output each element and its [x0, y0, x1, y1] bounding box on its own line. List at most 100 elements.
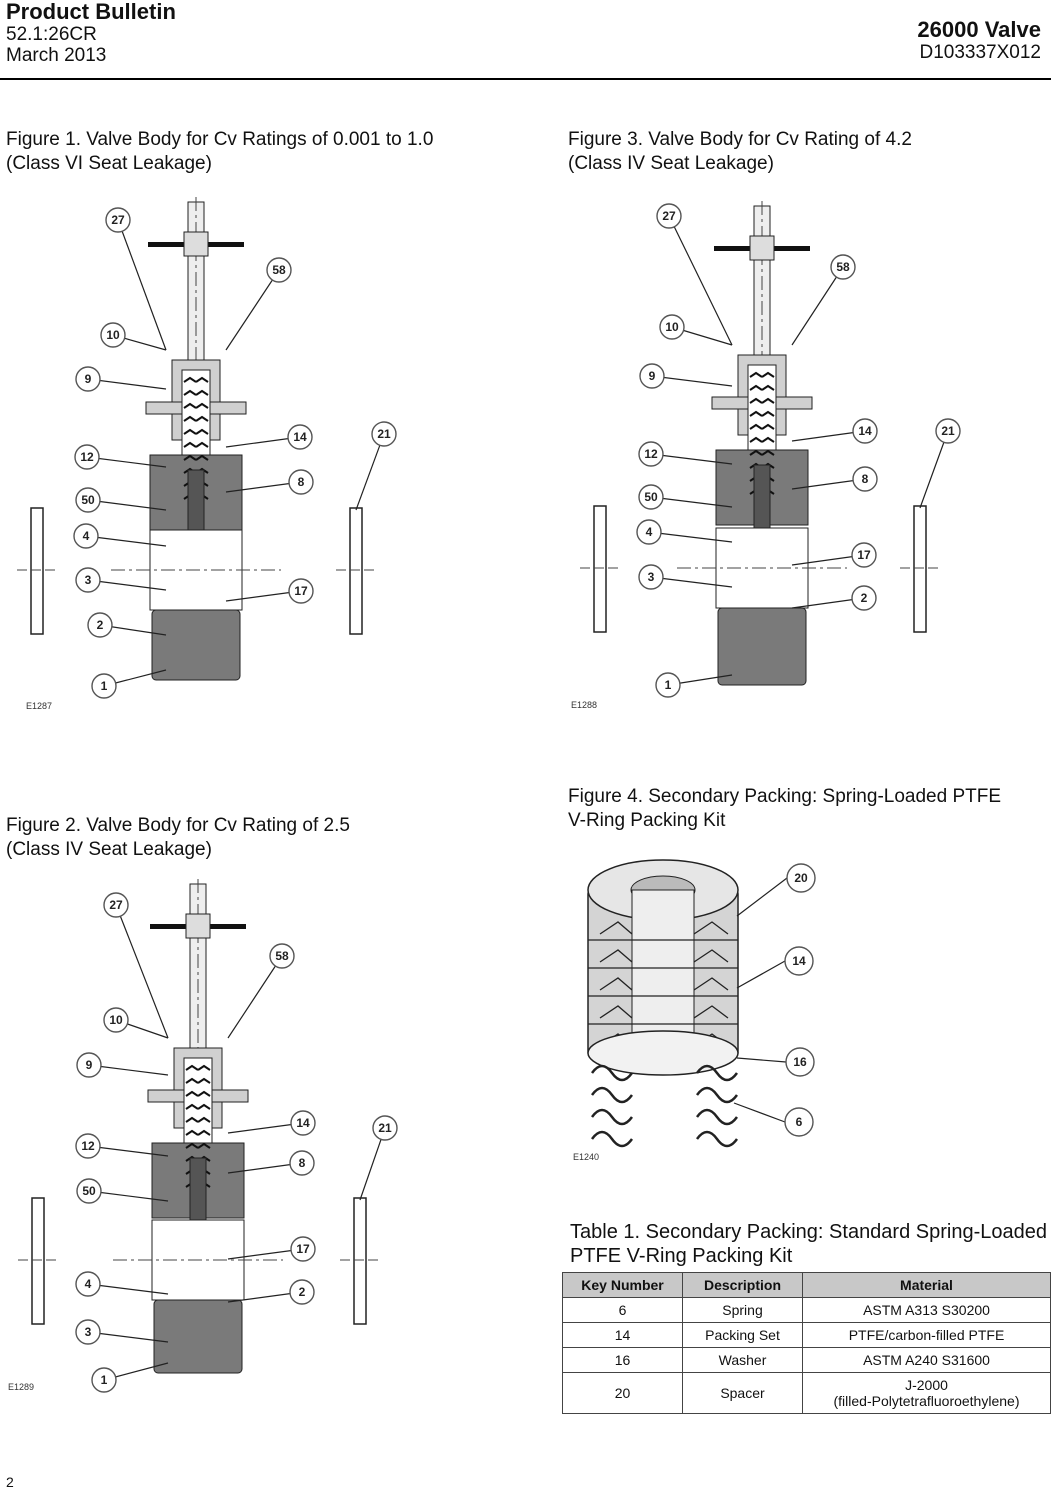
packing-ring: [185, 1129, 199, 1136]
callout-number: 2: [861, 591, 868, 605]
callout-circle: [289, 1150, 315, 1176]
callout-bubble: 10: [100, 322, 126, 348]
packing-ring: [183, 402, 197, 409]
callout-bubble: 10: [659, 314, 685, 340]
callout-number: 4: [85, 1277, 92, 1291]
callout-bubble: 27: [656, 203, 682, 229]
callout-circle: [75, 487, 101, 513]
callout-number: 12: [80, 450, 94, 464]
callout-bubble: 9: [76, 1052, 102, 1078]
callout-number: 27: [111, 213, 125, 227]
figure-code: E1289: [8, 1382, 34, 1392]
table-header-row: Key Number Description Material: [562, 1272, 1051, 1298]
callout-number: 12: [644, 447, 658, 461]
figure-2-caption-line1: Figure 2. Valve Body for Cv Rating of 2.…: [6, 815, 350, 836]
callout-number: 10: [106, 328, 120, 342]
callout-bubble: 17: [851, 542, 877, 568]
packing-ring: [195, 376, 209, 383]
leader-line: [225, 269, 280, 351]
packing-ring: [185, 1077, 199, 1084]
figure-2-caption-line2: (Class IV Seat Leakage): [6, 839, 212, 860]
table-cell: 16: [562, 1347, 683, 1373]
callout-bubble: 1: [655, 672, 681, 698]
callout-bubble: 8: [289, 1150, 315, 1176]
header-rule: [0, 78, 1051, 80]
callout-circle: [91, 673, 117, 699]
callout-number: 6: [796, 1115, 803, 1129]
callout-circle: [288, 469, 314, 495]
callout-circle: [87, 612, 113, 638]
vring-chevron: [599, 921, 633, 935]
callout-circle: [636, 519, 662, 545]
figure-1-caption-line1: Figure 1. Valve Body for Cv Ratings of 0…: [6, 129, 434, 150]
leader-line: [651, 375, 733, 387]
packing-ring: [197, 1116, 211, 1123]
vring-chevron: [599, 949, 633, 963]
callout-bubble: 17: [290, 1236, 316, 1262]
callout-bubble: 21: [935, 418, 961, 444]
column-header: Description: [682, 1272, 803, 1298]
bulletin-date: March 2013: [6, 45, 107, 66]
figure-code: E1287: [26, 701, 52, 711]
callout-bubble: 1: [91, 673, 117, 699]
vring-chevron: [693, 1005, 729, 1019]
figure-2-caption: Figure 2. Valve Body for Cv Rating of 2.…: [6, 814, 350, 862]
figure-4-caption-line2: V-Ring Packing Kit: [568, 810, 726, 831]
figure-3-caption: Figure 3. Valve Body for Cv Rating of 4.…: [568, 128, 912, 176]
packing-ring: [195, 389, 209, 396]
packing-ring: [197, 1142, 211, 1149]
callout-bubble: 14: [852, 418, 878, 444]
valve-body-lower: [151, 609, 241, 681]
spring-coil: [695, 1130, 739, 1148]
column-header: Key Number: [562, 1272, 683, 1298]
figure-3-caption-line1: Figure 3. Valve Body for Cv Rating of 4.…: [568, 129, 912, 150]
table-1-caption: Table 1. Secondary Packing: Standard Spr…: [570, 1220, 1047, 1268]
callout-circle: [784, 1107, 814, 1137]
vring-chevron: [599, 977, 633, 991]
leader-line: [87, 1283, 169, 1295]
callout-circle: [74, 444, 100, 470]
callout-number: 20: [794, 871, 808, 885]
callout-circle: [785, 1047, 815, 1077]
callout-circle: [105, 207, 131, 233]
callout-number: 2: [97, 618, 104, 632]
callout-bubble: 3: [75, 1319, 101, 1345]
callout-number: 2: [299, 1285, 306, 1299]
callout-circle: [91, 1367, 117, 1393]
callout-circle: [289, 1279, 315, 1305]
packing-ring: [183, 376, 197, 383]
vring-chevron: [693, 949, 729, 963]
callout-circle: [290, 1236, 316, 1262]
callout-bubble: 27: [105, 207, 131, 233]
callout-number: 17: [857, 548, 871, 562]
stem-nut: [183, 231, 209, 257]
callout-circle: [639, 363, 665, 389]
vring-chevron: [693, 921, 729, 935]
callout-circle: [851, 585, 877, 611]
valve-plug: [189, 1157, 207, 1229]
callout-circle: [830, 254, 856, 280]
leader-line: [733, 1102, 786, 1123]
callout-number: 14: [858, 424, 872, 438]
callout-bubble: 9: [75, 366, 101, 392]
callout-bubble: 3: [75, 567, 101, 593]
leader-line: [736, 1057, 787, 1063]
end-flange: [913, 505, 927, 633]
document-number: D103337X012: [919, 42, 1042, 63]
callout-number: 50: [82, 1184, 96, 1198]
packing-ring: [761, 410, 775, 417]
callout-number: 27: [662, 209, 676, 223]
spring-coil: [590, 1108, 634, 1126]
product-name: 26000 Valve: [917, 17, 1041, 42]
figure-1-caption: Figure 1. Valve Body for Cv Ratings of 0…: [6, 128, 433, 176]
callout-number: 14: [296, 1116, 310, 1130]
callout-bubble: 4: [73, 523, 99, 549]
callout-bubble: 14: [287, 424, 313, 450]
callout-number: 8: [299, 1156, 306, 1170]
callout-circle: [75, 567, 101, 593]
callout-circle: [638, 441, 664, 467]
packing-ring: [197, 1103, 211, 1110]
